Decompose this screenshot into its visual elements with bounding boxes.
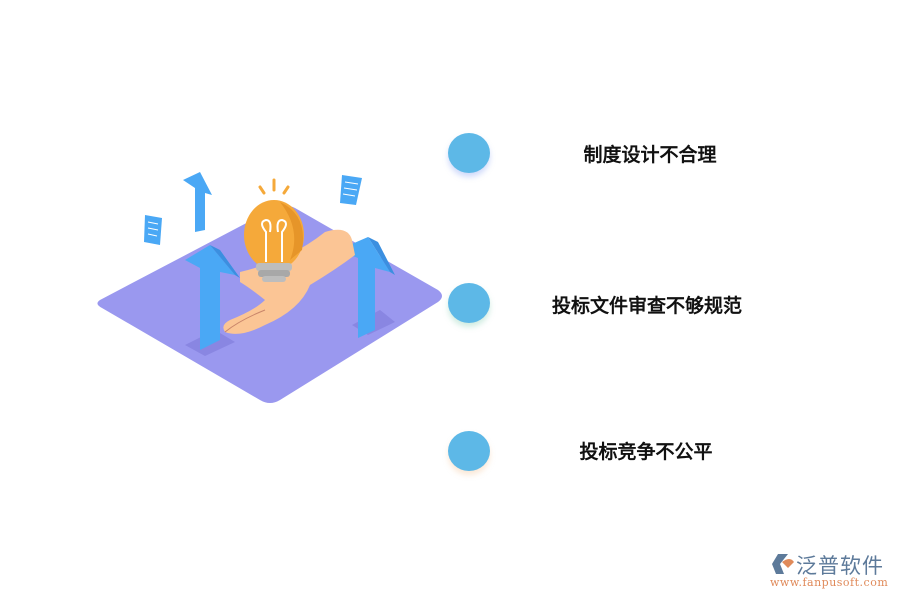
paper-icon xyxy=(340,175,362,205)
bullet-dot xyxy=(448,431,490,471)
logo-url: www.fanpusoft.com xyxy=(770,576,889,589)
arrow-up-icon xyxy=(185,245,240,350)
bullet-dot xyxy=(448,283,490,323)
bullet-dot xyxy=(448,133,490,173)
brand-logo: 泛普软件 www.fanpusoft.com xyxy=(768,550,893,595)
arrow-up-icon xyxy=(183,172,212,232)
paper-icon xyxy=(144,215,162,245)
logo-mark-icon xyxy=(772,554,794,574)
arrow-up-icon xyxy=(338,237,395,338)
item-label: 投标文件审查不够规范 xyxy=(551,295,743,317)
logo-name: 泛普软件 xyxy=(796,554,884,578)
item-label: 投标竞争不公平 xyxy=(579,441,713,463)
illustration xyxy=(90,160,450,410)
lightbulb-icon xyxy=(244,178,304,282)
item-label: 制度设计不合理 xyxy=(583,144,717,166)
